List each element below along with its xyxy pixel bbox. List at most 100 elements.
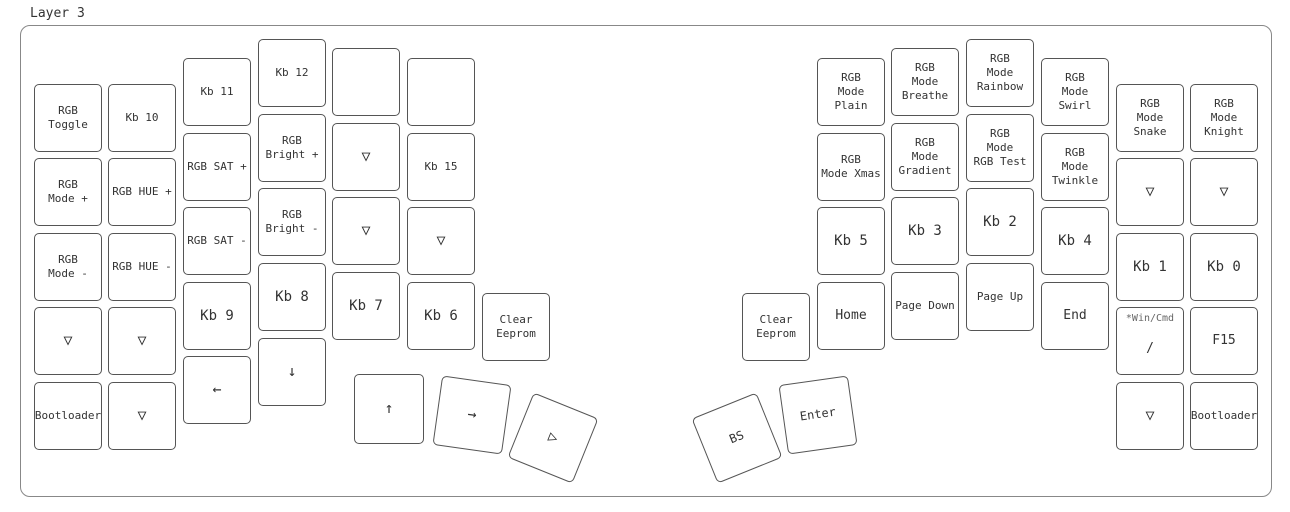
key-label: RGB Bright + <box>265 133 319 161</box>
key-label: RGB Mode + <box>48 177 88 205</box>
key-transparent[interactable]: ▽ <box>108 382 176 450</box>
key-label: Page Down <box>895 298 955 312</box>
key-label: Kb 5 <box>834 232 868 249</box>
key-home[interactable]: Home <box>817 282 885 350</box>
key-rgb-toggle[interactable]: RGB Toggle <box>34 84 102 152</box>
key-page-up[interactable]: Page Up <box>966 263 1034 331</box>
layer-title: Layer 3 <box>30 6 85 21</box>
key-rgb-mode-swirl[interactable]: RGB Mode Swirl <box>1041 58 1109 126</box>
key-kb-2[interactable]: Kb 2 <box>966 188 1034 256</box>
arrow-right-icon: → <box>466 404 478 424</box>
key-label: Kb 6 <box>424 307 458 324</box>
key-rgb-mode-plain[interactable]: RGB Mode Plain <box>817 58 885 126</box>
key-label: F15 <box>1212 332 1236 348</box>
key-label: Kb 0 <box>1207 258 1241 275</box>
key-clear-eeprom[interactable]: Clear Eeprom <box>742 293 810 361</box>
key-transparent[interactable]: ▽ <box>332 123 400 191</box>
key-label: RGB Mode Gradient <box>898 135 952 178</box>
key-arrow-up[interactable]: ↑ <box>354 374 424 444</box>
key-rgb-mode-knight[interactable]: RGB Mode Knight <box>1190 84 1258 152</box>
key-label: Kb 1 <box>1133 258 1167 275</box>
key-enter[interactable]: Enter <box>778 375 858 455</box>
key-kb-1[interactable]: Kb 1 <box>1116 233 1184 301</box>
key-rgb-mode-rgb-test[interactable]: RGB Mode RGB Test <box>966 114 1034 182</box>
key-label: Home <box>835 307 867 323</box>
key-arrow-left[interactable]: ← <box>183 356 251 424</box>
key-kb-7[interactable]: Kb 7 <box>332 272 400 340</box>
transparent-icon: ▽ <box>361 221 371 240</box>
key-transparent[interactable]: ▽ <box>1116 382 1184 450</box>
arrow-left-icon: ← <box>212 380 222 399</box>
key-label: Clear Eeprom <box>496 312 536 340</box>
key-label: Kb 2 <box>983 213 1017 230</box>
arrow-down-icon: ↓ <box>287 362 297 381</box>
key-label: Kb 9 <box>200 307 234 324</box>
key-kb-10[interactable]: Kb 10 <box>108 84 176 152</box>
key-end[interactable]: End <box>1041 282 1109 350</box>
key-rgb-mode-rainbow[interactable]: RGB Mode Rainbow <box>966 39 1034 107</box>
key-label: RGB Mode - <box>48 252 88 280</box>
key-rgb-sat-minus[interactable]: RGB SAT - <box>183 207 251 275</box>
key-arrow-down[interactable]: ↓ <box>258 338 326 406</box>
key-transparent[interactable]: ▽ <box>1190 158 1258 226</box>
key-kb-11[interactable]: Kb 11 <box>183 58 251 126</box>
key-rgb-mode-twinkle[interactable]: RGB Mode Twinkle <box>1041 133 1109 201</box>
key-label: RGB Mode Twinkle <box>1051 145 1099 188</box>
key-rgb-mode-xmas[interactable]: RGB Mode Xmas <box>817 133 885 201</box>
transparent-icon: ▽ <box>1145 406 1155 425</box>
key-label: Kb 11 <box>200 84 234 98</box>
key-clear-eeprom[interactable]: Clear Eeprom <box>482 293 550 361</box>
key-label: RGB HUE + <box>112 184 172 198</box>
key-hold-label: *Win/Cmd <box>1125 313 1175 324</box>
key-kb-5[interactable]: Kb 5 <box>817 207 885 275</box>
key-kb-12[interactable]: Kb 12 <box>258 39 326 107</box>
key-kb-3[interactable]: Kb 3 <box>891 197 959 265</box>
key-bootloader[interactable]: Bootloader <box>34 382 102 450</box>
key-label: RGB Toggle <box>48 103 88 131</box>
key-rgb-hue-plus[interactable]: RGB HUE + <box>108 158 176 226</box>
key-rgb-bright-minus[interactable]: RGB Bright - <box>258 188 326 256</box>
key-label: Kb 10 <box>125 110 159 124</box>
key-page-down[interactable]: Page Down <box>891 272 959 340</box>
key-rgb-mode-plus[interactable]: RGB Mode + <box>34 158 102 226</box>
key-rgb-mode-gradient[interactable]: RGB Mode Gradient <box>891 123 959 191</box>
key-rgb-sat-plus[interactable]: RGB SAT + <box>183 133 251 201</box>
transparent-icon: ▽ <box>361 147 371 166</box>
keyboard-outline <box>20 25 1272 497</box>
key-transparent[interactable]: ▽ <box>108 307 176 375</box>
transparent-icon: ▽ <box>1145 182 1155 201</box>
key-label: Enter <box>799 404 837 424</box>
key-rgb-bright-plus[interactable]: RGB Bright + <box>258 114 326 182</box>
key-label: Page Up <box>976 289 1024 303</box>
key-label: Kb 4 <box>1058 232 1092 249</box>
key-rgb-hue-minus[interactable]: RGB HUE - <box>108 233 176 301</box>
key-rgb-mode-snake[interactable]: RGB Mode Snake <box>1116 84 1184 152</box>
key-label: RGB SAT + <box>187 159 247 173</box>
key-transparent[interactable]: ▽ <box>1116 158 1184 226</box>
key-slash-win-cmd[interactable]: *Win/Cmd / <box>1116 307 1184 375</box>
transparent-icon: ▽ <box>63 331 73 350</box>
key-label: RGB HUE - <box>112 259 172 273</box>
key-arrow-right[interactable]: → <box>432 375 512 455</box>
key-kb-15[interactable]: Kb 15 <box>407 133 475 201</box>
key-blank[interactable] <box>407 58 475 126</box>
key-bootloader[interactable]: Bootloader <box>1190 382 1258 450</box>
key-rgb-mode-minus[interactable]: RGB Mode - <box>34 233 102 301</box>
key-kb-0[interactable]: Kb 0 <box>1190 233 1258 301</box>
key-kb-4[interactable]: Kb 4 <box>1041 207 1109 275</box>
key-kb-9[interactable]: Kb 9 <box>183 282 251 350</box>
transparent-icon: ▽ <box>137 331 147 350</box>
key-transparent[interactable]: ▽ <box>332 197 400 265</box>
key-transparent[interactable]: ▽ <box>407 207 475 275</box>
key-f15[interactable]: F15 <box>1190 307 1258 375</box>
transparent-icon: ▽ <box>436 231 446 250</box>
key-rgb-mode-breathe[interactable]: RGB Mode Breathe <box>891 48 959 116</box>
key-transparent[interactable]: ▽ <box>34 307 102 375</box>
key-label: Clear Eeprom <box>756 312 796 340</box>
key-blank[interactable] <box>332 48 400 116</box>
key-label: Bootloader <box>34 408 102 422</box>
key-kb-8[interactable]: Kb 8 <box>258 263 326 331</box>
key-label: RGB Mode RGB Test <box>973 126 1027 169</box>
key-kb-6[interactable]: Kb 6 <box>407 282 475 350</box>
key-label: RGB Mode Breathe <box>901 60 949 103</box>
